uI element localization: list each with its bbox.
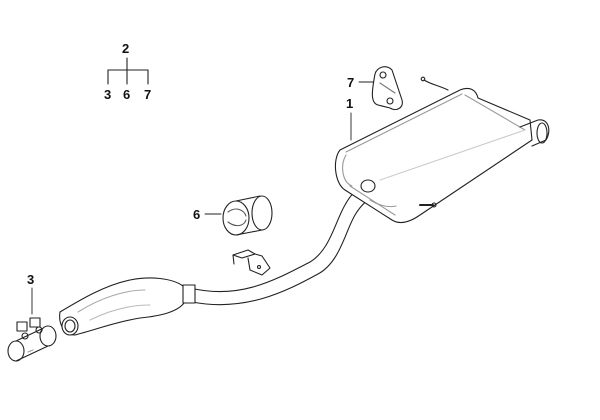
callout-3-clamp: 3 (27, 272, 35, 287)
rear-muffler (334, 76, 550, 224)
pipe-bracket (232, 249, 271, 276)
rubber-hanger (371, 66, 403, 111)
legend-child-label-7: 7 (144, 87, 152, 102)
callout-7-hanger: 7 (347, 75, 355, 90)
front-silencer (59, 277, 196, 336)
callout-6-ring: 6 (193, 207, 201, 222)
legend-child-label-6: 6 (123, 87, 131, 102)
pipe-clamp (7, 317, 57, 362)
leader-lines (31, 81, 376, 315)
legend-parent-label: 2 (122, 41, 130, 56)
legend-tree-lines (107, 57, 149, 85)
legend-child-label-3: 3 (104, 87, 112, 102)
callout-1-muffler: 1 (346, 96, 354, 111)
rubber-ring (222, 195, 273, 236)
center-pipe (189, 181, 381, 306)
